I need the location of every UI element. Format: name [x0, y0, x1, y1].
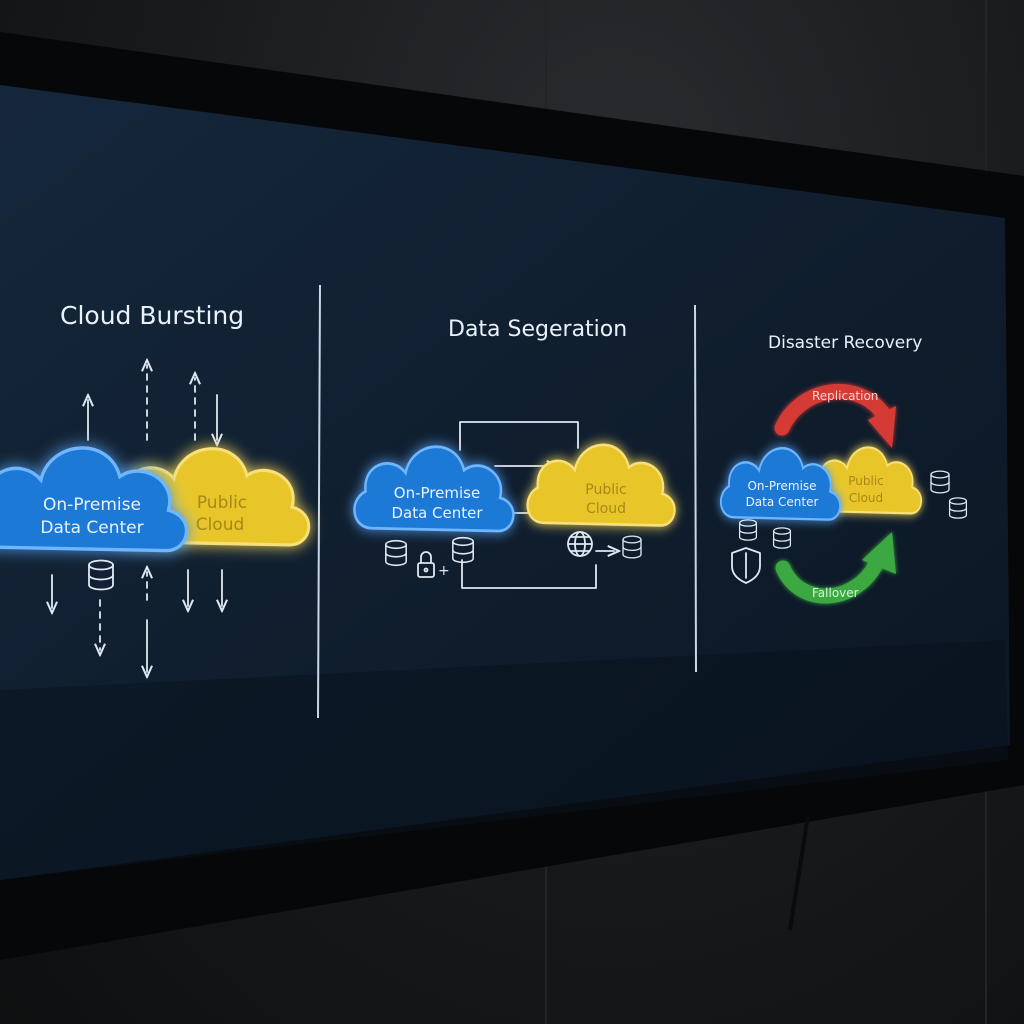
replication-label: Replication	[812, 389, 878, 403]
on-premise-label-line1: On-Premise	[43, 495, 141, 515]
tv-cable	[788, 814, 810, 931]
screen-reflection	[0, 640, 1008, 880]
failover-arrow	[775, 532, 896, 604]
panel-title: Cloud Bursting	[60, 301, 244, 330]
globe-icon	[567, 531, 593, 557]
segregation-connectors	[459, 421, 614, 589]
public-cloud-label-line2: Cloud	[196, 515, 245, 535]
plus-symbol: +	[438, 563, 450, 579]
burst-arrows	[52, 365, 222, 672]
panel-title: Disaster Recovery	[768, 333, 922, 353]
failover-label: Fallover	[812, 586, 859, 600]
lock-icon	[417, 551, 435, 578]
public-cloud-label-line2: Cloud	[849, 491, 883, 505]
public-cloud-label-line1: Public	[197, 493, 247, 513]
public-cloud-label-line2: Cloud	[586, 501, 626, 517]
public-cloud-label-line1: Public	[848, 474, 884, 488]
on-premise-label-line2: Data Center	[391, 504, 483, 522]
on-premise-label-line1: On-Premise	[394, 484, 480, 502]
panel-cloud-bursting: Cloud Bursting Public Cloud	[0, 301, 311, 672]
panel-divider	[694, 304, 697, 673]
panel-data-segregation: Data Segeration Public Cloud On-Premise …	[353, 317, 676, 589]
panel-disaster-recovery: Disaster Recovery Replication Public Clo…	[719, 333, 968, 604]
on-premise-label-line2: Data Center	[746, 495, 819, 509]
replication-arrow	[774, 383, 896, 448]
public-cloud-label-line1: Public	[585, 482, 626, 498]
panel-divider	[317, 284, 321, 719]
on-premise-label-line2: Data Center	[40, 518, 143, 538]
shield-icon	[731, 547, 761, 584]
panel-title: Data Segeration	[448, 317, 627, 342]
on-premise-label-line1: On-Premise	[747, 479, 816, 493]
